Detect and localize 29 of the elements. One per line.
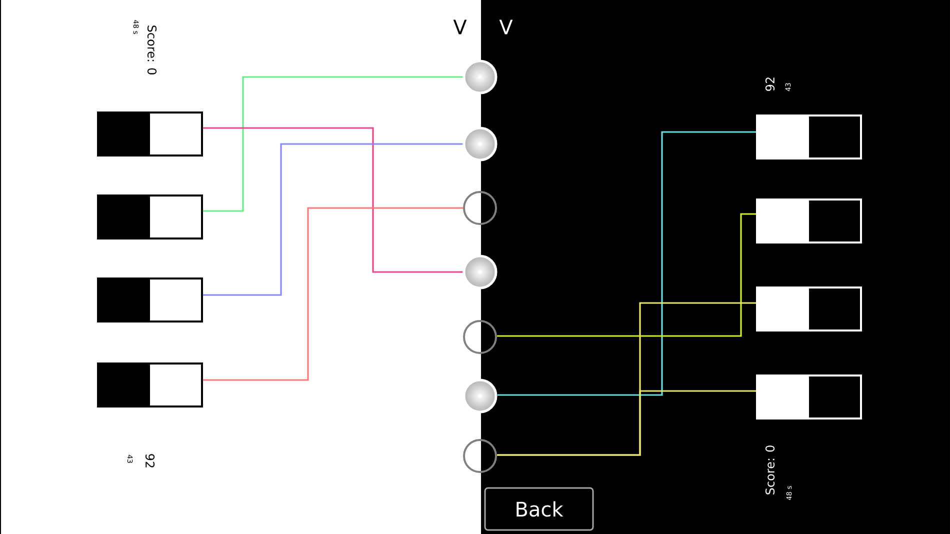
selector-circle [463,439,497,473]
letter-label: V [499,20,513,34]
back-button: Back [484,487,594,531]
switch-box [756,374,862,420]
wire [497,131,756,396]
score-label: Score: 0 [147,26,157,74]
switch-box [97,362,203,408]
wire [203,76,463,212]
switch-box [756,286,862,332]
wire [497,390,756,456]
selector-circle [462,378,498,414]
switch-box [97,278,203,322]
switch-box [97,194,203,240]
score-label: Score: 0 [765,446,775,494]
selector-circle [462,60,498,94]
count-label: 92 [145,454,155,468]
switch-box [97,112,203,156]
count-label: 92 [765,78,775,91]
wire [497,213,756,337]
wire [203,127,463,273]
switch-box [756,114,862,160]
selector-circle [463,320,497,354]
selector-circle [462,254,498,290]
selector-circle [463,191,497,225]
selector-circle [462,126,498,162]
wire [203,207,463,381]
letter-label: V [453,20,467,34]
wire [203,143,463,296]
switch-box [756,198,862,244]
